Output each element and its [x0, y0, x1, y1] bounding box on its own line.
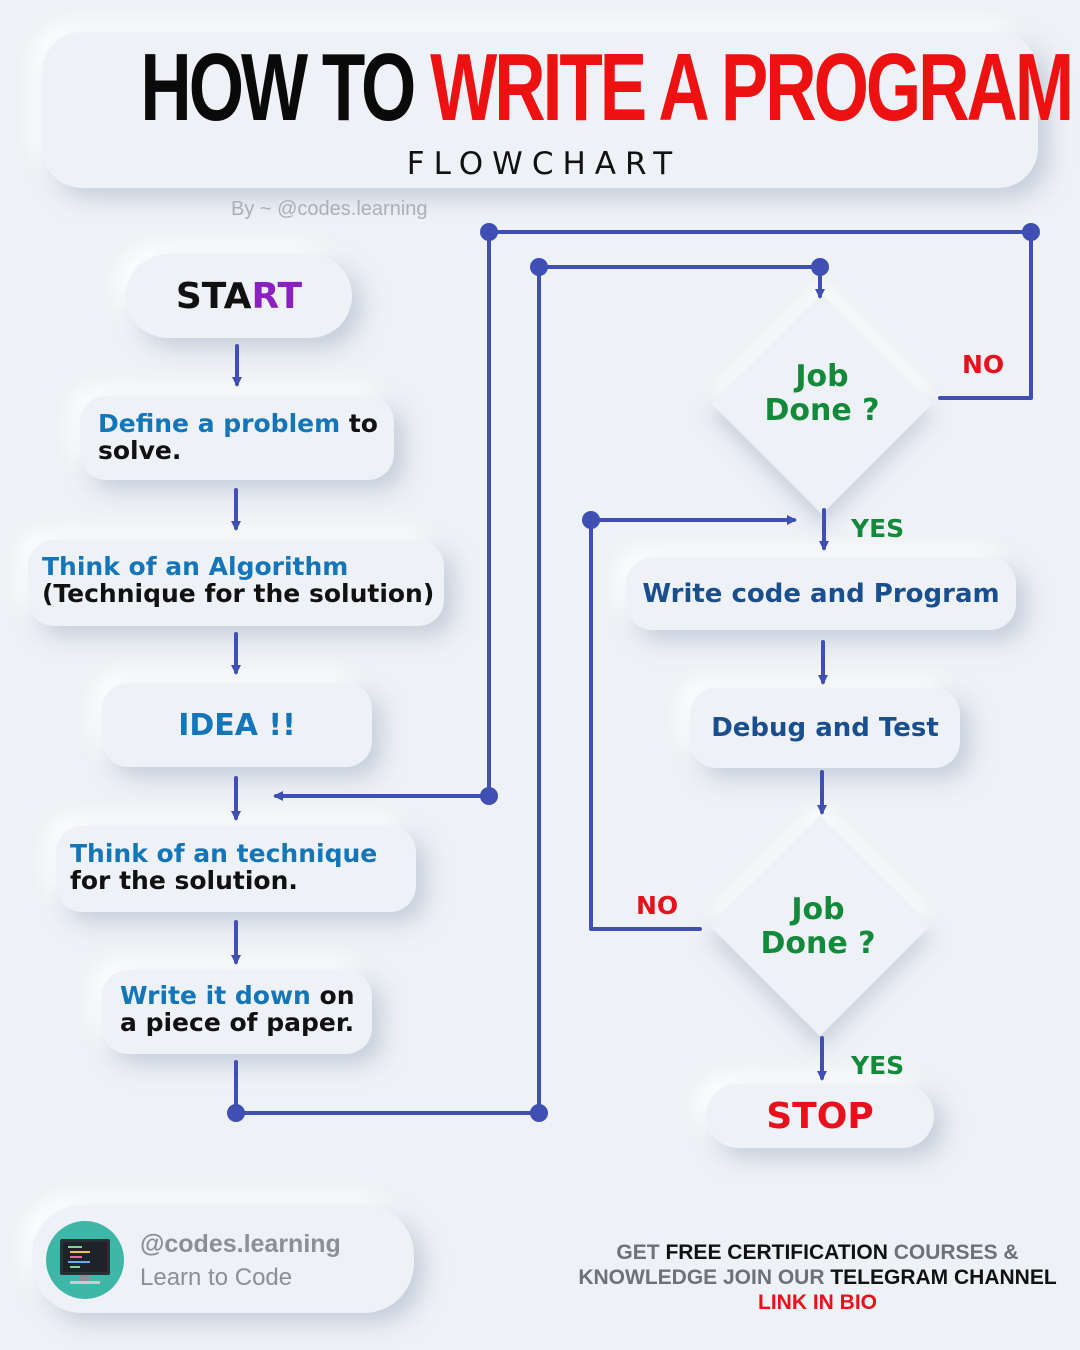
define-problem-text: Define a problem to solve.	[98, 410, 378, 464]
line-top-no-loop	[273, 230, 1033, 801]
footer-tagline: Learn to Code	[140, 1264, 293, 1291]
technique-step	[56, 826, 416, 912]
write-down-highlight: Write it down	[120, 981, 311, 1010]
footer-handle: @codes.learning	[140, 1230, 341, 1258]
define-problem-rest: to	[340, 409, 378, 438]
node-dot	[530, 258, 548, 276]
write-code-step	[626, 558, 1016, 630]
header-card	[42, 32, 1038, 188]
technique-text: Think of an technique for the solution.	[70, 840, 377, 894]
stop-terminal	[706, 1084, 934, 1148]
page-title: HOW TO WRITE A PROGRAM	[140, 40, 1074, 136]
write-code-label: Write code and Program	[642, 578, 1000, 609]
title-part-1: HOW TO	[140, 34, 416, 141]
avatar	[46, 1221, 124, 1299]
label-no-top: NO	[962, 350, 1005, 379]
technique-line2: for the solution.	[70, 866, 298, 895]
algorithm-line2: (Technique for the solution)	[42, 579, 435, 608]
stop-label: STOP	[766, 1095, 874, 1137]
decision-bottom-text: Job Done ?	[718, 893, 918, 961]
node-dot	[811, 258, 829, 276]
decision-top-text: Job Done ?	[722, 360, 922, 428]
decision-top-line2: Done ?	[764, 393, 880, 428]
write-down-rest: on	[310, 981, 355, 1010]
computer-icon	[60, 1239, 110, 1284]
decision-bottom-line1: Job	[791, 892, 845, 927]
promo-knowledge: KNOWLEDGE JOIN OUR	[578, 1266, 831, 1289]
byline: By ~ @codes.learning	[231, 198, 428, 220]
promo-link-in-bio[interactable]: LINK IN BIO	[758, 1291, 877, 1314]
algorithm-text: Think of an Algorithm (Technique for the…	[42, 553, 434, 607]
node-dot	[582, 511, 600, 529]
start-terminal	[126, 254, 352, 338]
start-label-b: RT	[251, 275, 303, 317]
page-subtitle: FLOWCHART	[406, 146, 682, 182]
write-down-line2: a piece of paper.	[120, 1008, 355, 1037]
algorithm-step	[28, 540, 444, 626]
debug-label: Debug and Test	[711, 712, 939, 743]
node-dot	[1022, 223, 1040, 241]
technique-highlight: Think of an technique	[70, 839, 378, 868]
node-dot	[480, 787, 498, 805]
node-dot	[480, 223, 498, 241]
promo-text: GET FREE CERTIFICATION COURSES & KNOWLED…	[560, 1240, 1075, 1315]
promo-get: GET	[616, 1241, 666, 1264]
line-write-to-right	[234, 265, 825, 1115]
debug-step	[690, 688, 960, 768]
start-label-a: STA	[175, 275, 252, 317]
decision-top-line1: Job	[795, 359, 849, 394]
define-problem-highlight: Define a problem	[98, 409, 341, 438]
label-yes-bottom: YES	[851, 1051, 905, 1080]
node-dot	[227, 1104, 245, 1122]
decision-bottom-line2: Done ?	[760, 926, 876, 961]
node-dot	[530, 1104, 548, 1122]
algorithm-highlight: Think of an Algorithm	[42, 552, 349, 581]
idea-step	[102, 683, 372, 767]
promo-courses: COURSES &	[887, 1241, 1019, 1264]
write-down-step	[102, 970, 372, 1054]
promo-free: FREE CERTIFICATION	[665, 1241, 888, 1264]
title-part-2: WRITE A PROGRAM	[430, 34, 1074, 141]
line-bottom-no-loop	[589, 515, 797, 931]
define-problem-step	[80, 396, 394, 480]
promo-telegram: TELEGRAM CHANNEL	[830, 1266, 1057, 1289]
idea-label: IDEA !!	[178, 707, 296, 743]
write-down-text: Write it down on a piece of paper.	[120, 982, 355, 1036]
label-no-bottom: NO	[636, 891, 679, 920]
define-problem-line2: solve.	[98, 436, 182, 465]
label-yes-top: YES	[851, 514, 905, 543]
